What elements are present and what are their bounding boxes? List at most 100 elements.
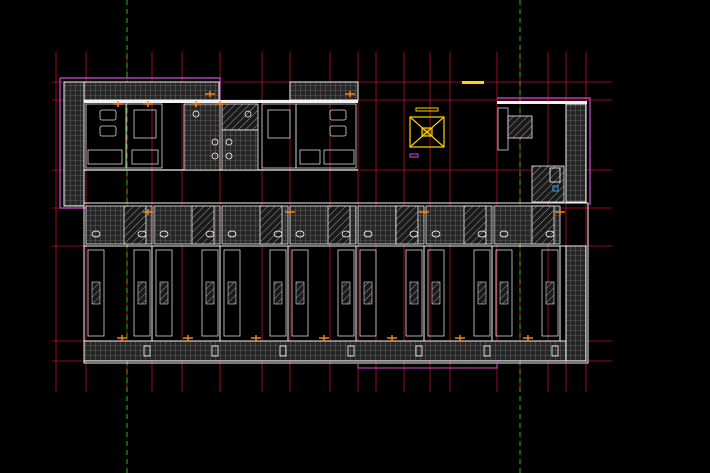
bay-bed-pillow [477, 281, 487, 305]
bay-bed [405, 249, 423, 337]
fixture-marker-icon [319, 335, 329, 341]
bay-shower [123, 205, 147, 245]
bay-bed-pillow [295, 281, 305, 305]
north-west-wall [63, 81, 85, 207]
fixture-markers [113, 91, 565, 341]
highlight-bar [462, 81, 484, 84]
bay-bed [473, 249, 491, 337]
fixture-marker-icon [387, 335, 397, 341]
bay-basin [227, 230, 237, 238]
dormitory-bay [357, 205, 425, 357]
bay-bed [223, 249, 241, 337]
bay-bed-pillow [227, 281, 237, 305]
bay-basin [545, 230, 555, 238]
stair-cross-icon [409, 116, 445, 148]
north-internal-wall [84, 100, 358, 103]
fixture-marker-icon [251, 335, 261, 341]
fixture-marker-icon [191, 101, 201, 107]
bay-bed-pillow [137, 281, 147, 305]
fixture-marker-icon [555, 209, 565, 215]
bay-bed-pillow [273, 281, 283, 305]
bay-bed-pillow [205, 281, 215, 305]
bay-basin [409, 230, 419, 238]
bay-bed [155, 249, 173, 337]
bay-bed-pillow [545, 281, 555, 305]
bay-bed [87, 249, 105, 337]
bay-door [551, 345, 559, 357]
dormitory-bay [221, 205, 289, 357]
east-block [497, 97, 591, 205]
fixture-marker-icon [285, 209, 295, 215]
fixture-marker-icon [183, 335, 193, 341]
fixture-marker-icon [113, 101, 123, 107]
fixture-marker-icon [455, 335, 465, 341]
south-wing-outline [83, 202, 589, 364]
bay-bed [291, 249, 309, 337]
bay-bed-pillow [91, 281, 101, 305]
bay-bed [201, 249, 219, 337]
east-top-wall [497, 101, 587, 104]
fixture-marker-icon [143, 101, 153, 107]
bay-shower [395, 205, 419, 245]
north-room-2 [261, 103, 357, 169]
bay-basin [363, 230, 373, 238]
east-block-boundary [497, 97, 591, 205]
bay-basin [137, 230, 147, 238]
fixture-marker-icon [345, 91, 355, 97]
south-wing [83, 202, 589, 369]
stair-core [409, 81, 484, 158]
east-closet [497, 107, 509, 151]
east-wall-column [565, 103, 587, 203]
dormitory-bay [425, 205, 493, 357]
bay-bed-pillow [431, 281, 441, 305]
bay-bed-pillow [499, 281, 509, 305]
bay-basin [295, 230, 305, 238]
dormitory-bay [153, 205, 221, 357]
bay-door [483, 345, 491, 357]
north-room-1 [85, 103, 163, 169]
bay-shower [327, 205, 351, 245]
east-accent [552, 185, 559, 192]
bay-bed [133, 249, 151, 337]
fixture-marker-icon [205, 91, 215, 97]
bay-shower [531, 205, 555, 245]
fixture-marker-icon [117, 335, 127, 341]
bay-basin [477, 230, 487, 238]
bay-bed [427, 249, 445, 337]
bay-basin [273, 230, 283, 238]
bay-door [211, 345, 219, 357]
dormitory-bays [85, 205, 561, 357]
bay-basin [499, 230, 509, 238]
dormitory-bay [289, 205, 357, 357]
north-wing [59, 77, 359, 209]
fixture-marker-icon [215, 101, 225, 107]
bay-bed-pillow [363, 281, 373, 305]
bay-bed [337, 249, 355, 337]
bay-shower [191, 205, 215, 245]
fixture-marker-icon [419, 209, 429, 215]
stair-landing-bar [415, 107, 439, 112]
bay-bed [269, 249, 287, 337]
bay-bed-pillow [159, 281, 169, 305]
dormitory-bay [493, 205, 561, 357]
east-wet-room [531, 165, 565, 203]
east-sink [549, 167, 561, 183]
bay-basin [431, 230, 441, 238]
north-wet-core-1 [183, 103, 259, 171]
bay-shower [463, 205, 487, 245]
south-bottom-wall [83, 340, 569, 362]
north-top-wall [63, 81, 220, 101]
dormitory-bay [85, 205, 153, 357]
bay-basin [341, 230, 351, 238]
bay-basin [159, 230, 169, 238]
south-east-wall [565, 245, 587, 362]
bay-basin [91, 230, 101, 238]
bay-bed [359, 249, 377, 337]
bay-door [347, 345, 355, 357]
bay-door [415, 345, 423, 357]
entrance-outline [357, 361, 498, 369]
bay-shower [259, 205, 283, 245]
north-wing-boundary [59, 77, 221, 209]
